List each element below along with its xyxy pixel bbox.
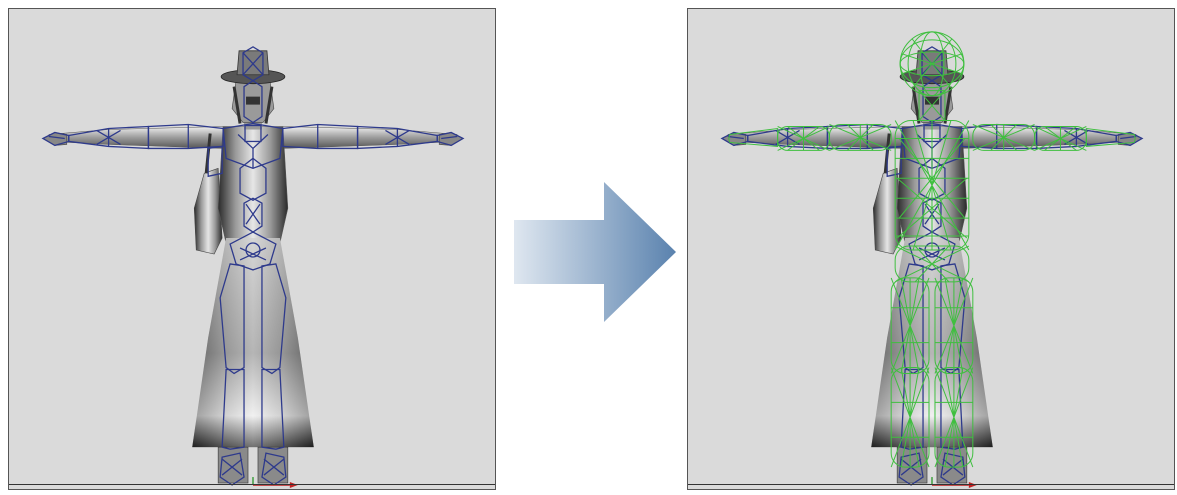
viewport-before[interactable] bbox=[8, 8, 496, 490]
character-model-with-collision-capsules bbox=[720, 31, 1144, 489]
character-model-with-skeleton bbox=[41, 46, 465, 489]
ground-line bbox=[688, 484, 1174, 485]
ground-line bbox=[9, 484, 495, 485]
viewport-after[interactable] bbox=[687, 8, 1175, 490]
right-arrow-icon bbox=[514, 182, 676, 322]
